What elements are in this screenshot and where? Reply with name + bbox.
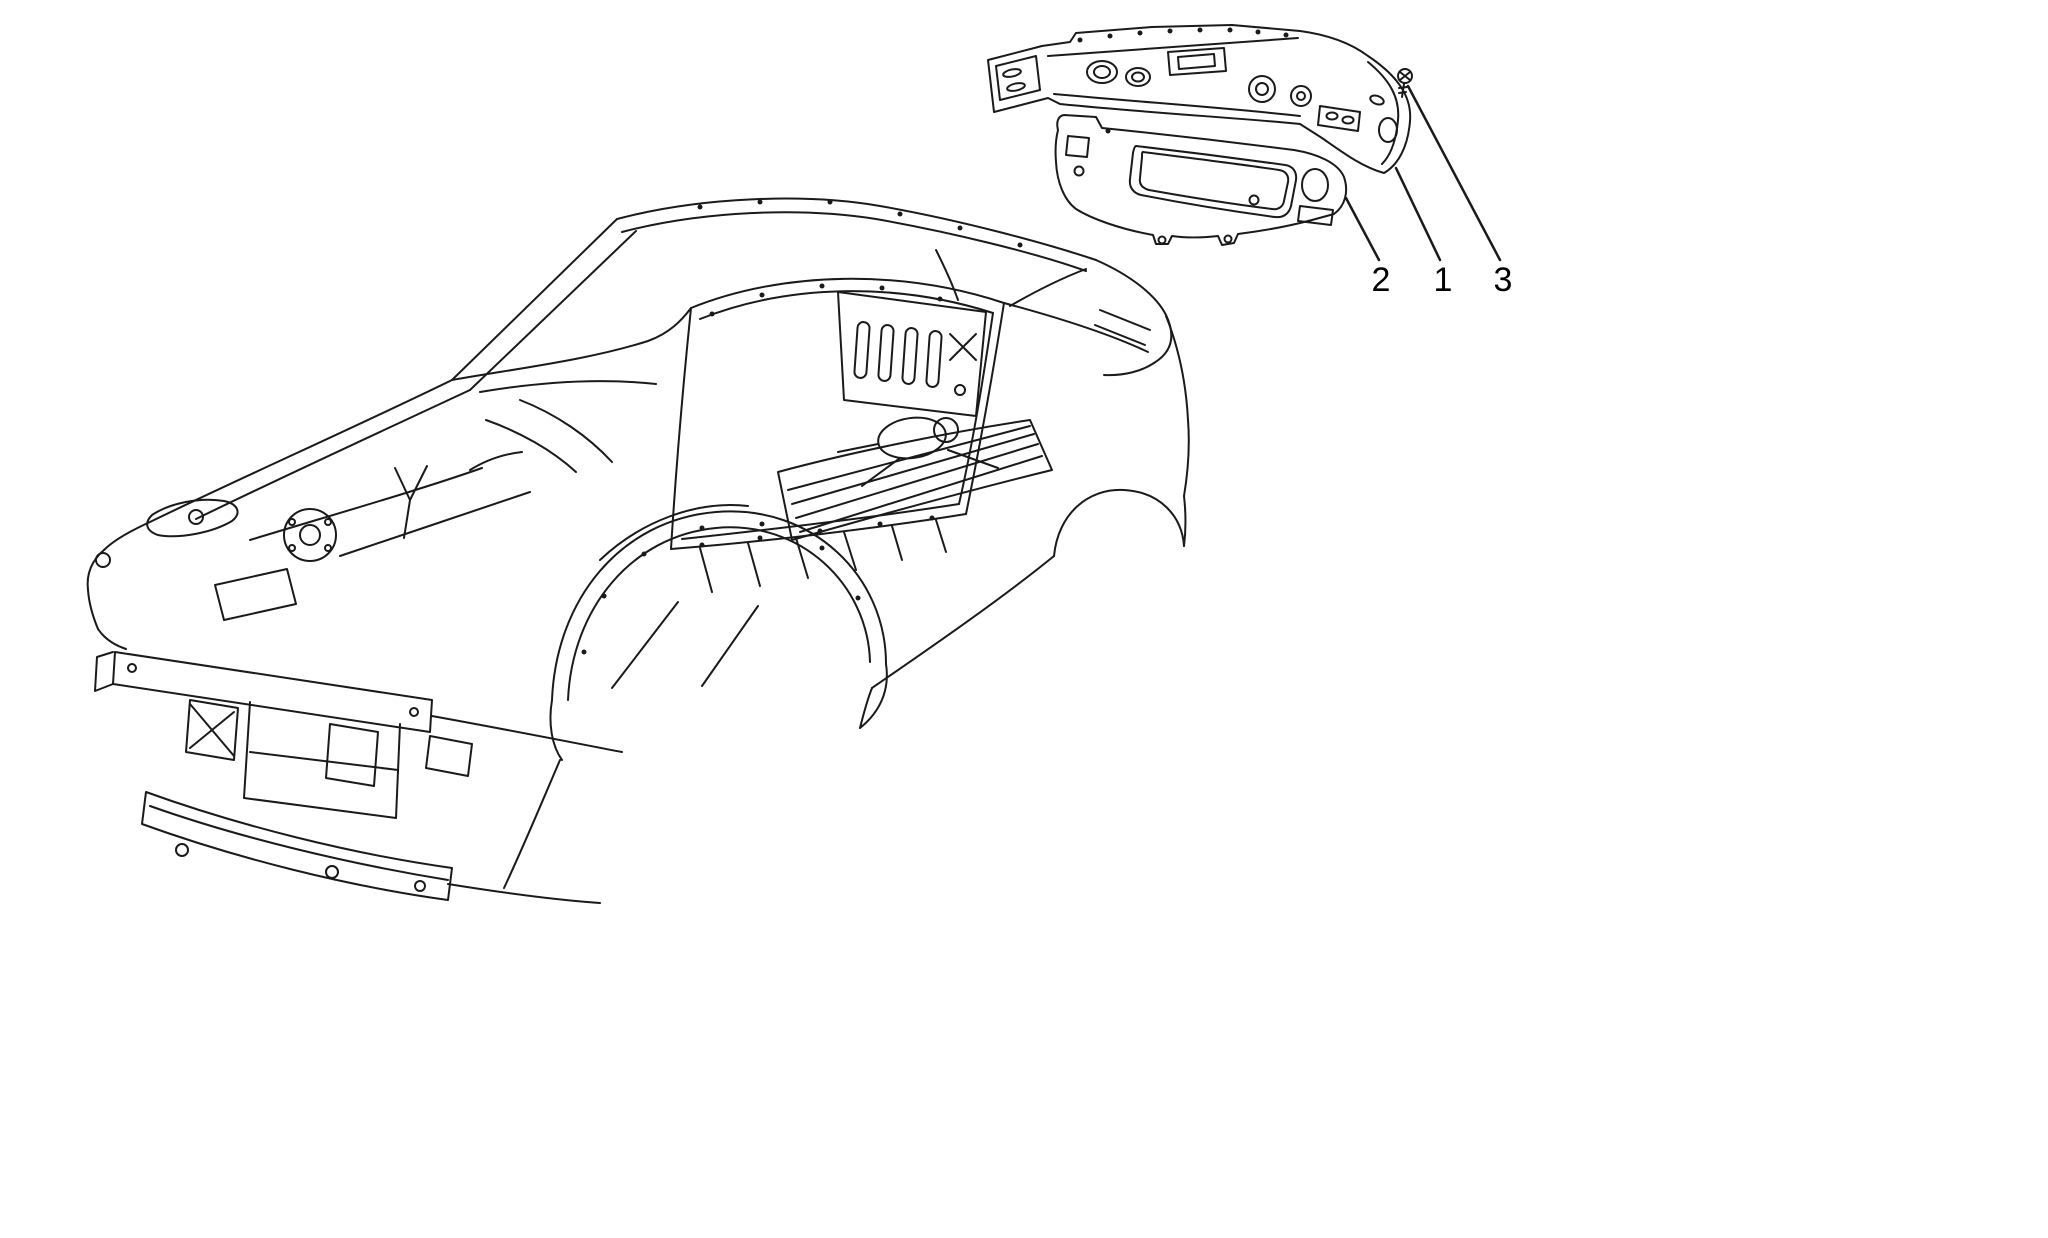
panel-flange-dots <box>1077 27 1289 43</box>
rear-lower-trim-panel-drawing <box>1054 114 1348 246</box>
spot-weld-dots <box>581 199 1023 655</box>
callout-label-3: 3 <box>1493 261 1513 299</box>
callout-label-2: 2 <box>1371 261 1391 299</box>
fastener-drawing <box>1397 68 1413 98</box>
car-bodyshell-drawing <box>86 197 1190 904</box>
callout-label-1: 1 <box>1433 261 1453 299</box>
rear-upper-panel-drawing <box>987 24 1412 174</box>
callout-leader-lines <box>1344 84 1502 262</box>
